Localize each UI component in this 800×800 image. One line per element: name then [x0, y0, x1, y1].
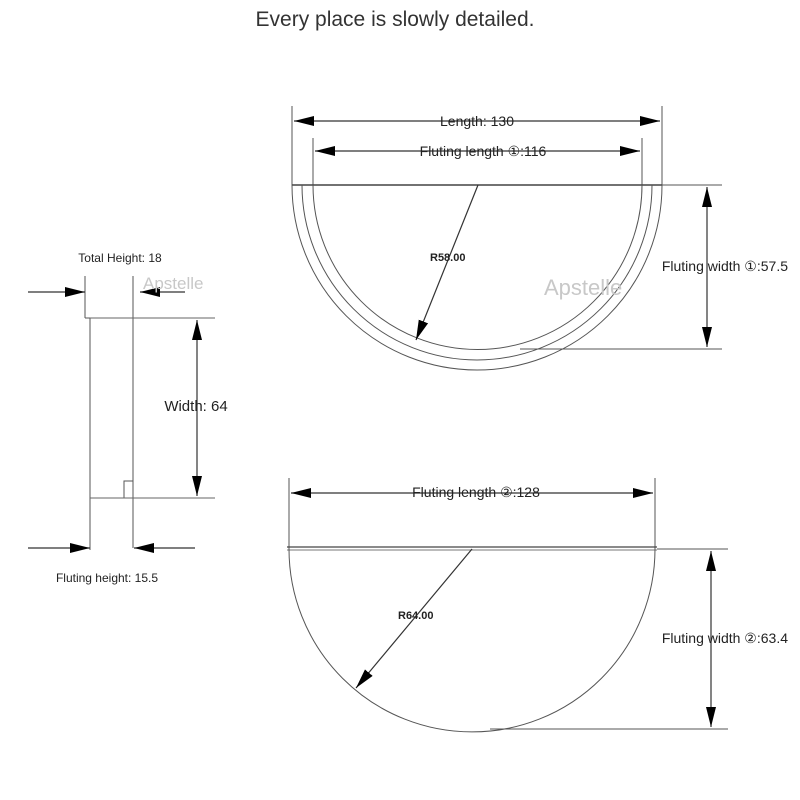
top-radius-label: R58.00	[430, 252, 465, 264]
fluting-length-1-label: Fluting length ①:116	[420, 143, 547, 159]
bottom-radius-label: R64.00	[398, 610, 433, 622]
top-inner-arc	[312, 184, 643, 350]
bottom-part	[287, 478, 728, 733]
top-radius-leader	[415, 184, 479, 341]
bottom-radius-leader	[355, 548, 473, 689]
page-title: Every place is slowly detailed.	[255, 8, 535, 31]
top-middle-arc	[301, 184, 653, 361]
fluting-height-label: Fluting height: 15.5	[56, 571, 158, 585]
top-outer-arc	[291, 184, 663, 371]
bottom-arc	[288, 548, 656, 733]
top-part	[291, 106, 722, 371]
fluting-width-1-label: Fluting width ①:57.5	[662, 258, 788, 274]
length-label: Length: 130	[440, 113, 514, 129]
side-notch	[123, 480, 133, 498]
side-view	[84, 276, 215, 550]
watermark-side: Apstelle	[143, 274, 203, 293]
total-height-label: Total Height: 18	[78, 251, 162, 265]
watermark-top: Apstelle	[544, 275, 622, 300]
width-label: Width: 64	[164, 398, 227, 415]
fluting-width-2-label: Fluting width ②:63.4	[662, 630, 788, 646]
fluting-length-2-label: Fluting length ②:128	[412, 484, 540, 500]
